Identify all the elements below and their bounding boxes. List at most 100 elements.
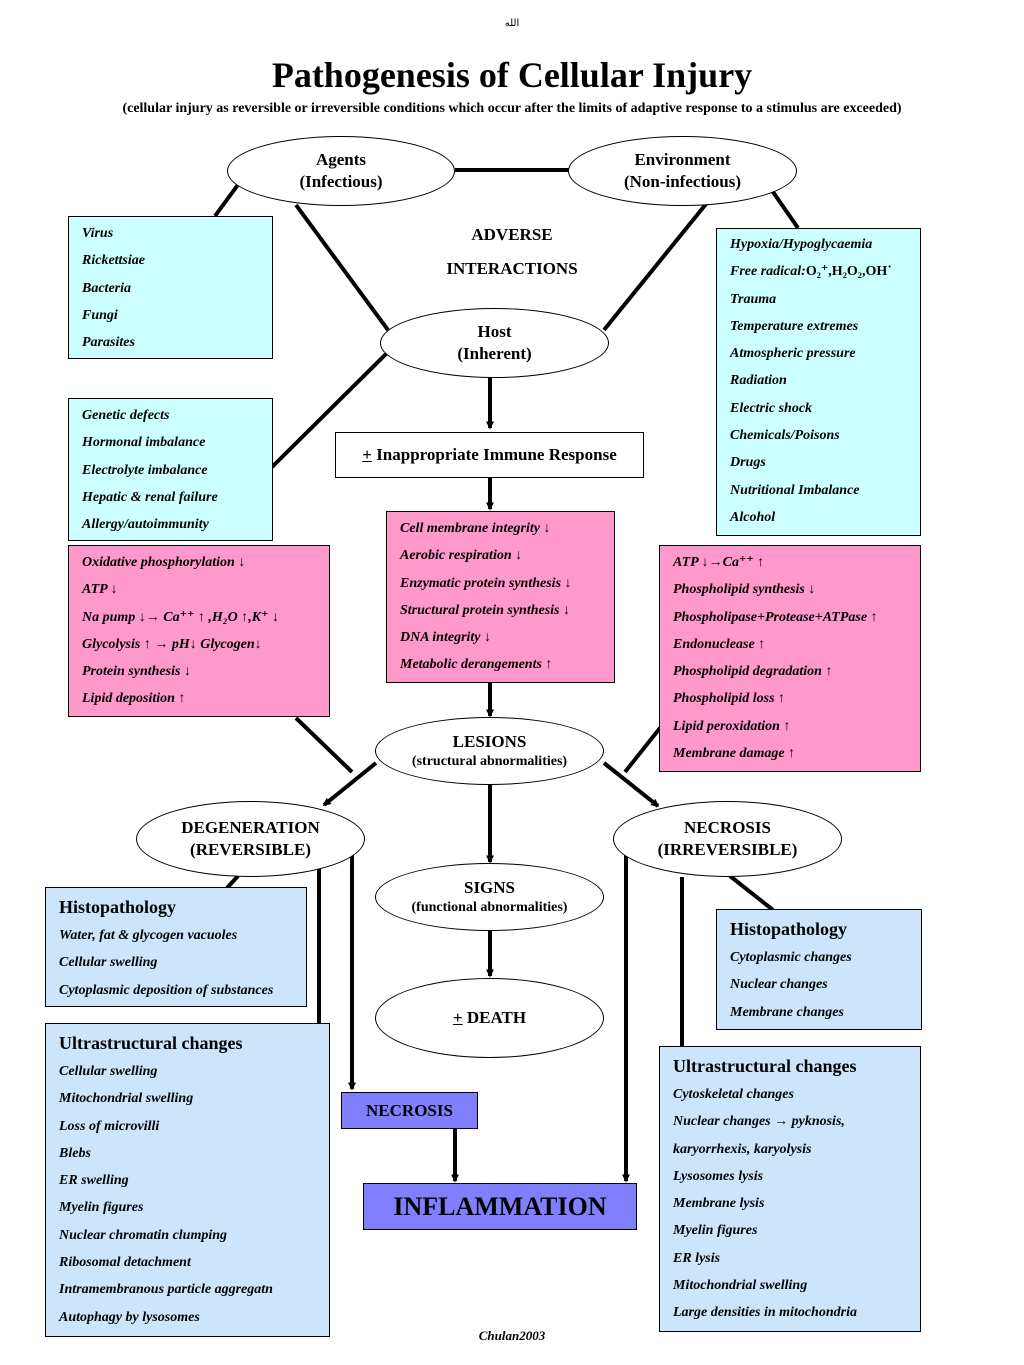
list-item: Membrane changes	[730, 1004, 844, 1020]
list-item: ATP ↓→Ca⁺⁺ ↑	[673, 555, 765, 570]
list-item: Cellular swelling	[59, 1064, 158, 1079]
immune-response-box: + Inappropriate Immune Response	[335, 432, 644, 478]
death-text: DEATH	[462, 1008, 527, 1027]
adverse-interactions-label: ADVERSE INTERACTIONS	[412, 218, 612, 286]
list-item: Ribosomal detachment	[59, 1255, 191, 1271]
lesions-label: LESIONS	[452, 732, 527, 751]
lesions-to-necrosis-arrow	[602, 761, 660, 808]
list-item: Cytoplasmic deposition of substances	[59, 982, 274, 998]
plus-minus-sign: +	[452, 1008, 463, 1027]
agents-box-link	[213, 180, 242, 218]
necrosis-ultrastructural-box: Ultrastructural changes Cytoskeletal cha…	[659, 1046, 921, 1332]
list-item: Trauma	[730, 291, 777, 307]
necrosis-label: NECROSIS	[684, 818, 771, 837]
list-item: Na pump ↓→ Ca⁺⁺ ↑ ,H₂O ↑,K⁺ ↓	[82, 609, 280, 625]
list-item: Rickettsiae	[82, 253, 145, 269]
list-item: Protein synthesis ↓	[82, 664, 191, 680]
box-heading: Histopathology	[59, 897, 177, 917]
degeneration-label: DEGENERATION	[181, 818, 320, 837]
list-item: karyorrhexis, karyolysis	[673, 1141, 812, 1157]
list-item: Phospholipid loss ↑	[673, 691, 786, 707]
list-item: Atmospheric pressure	[730, 346, 856, 362]
host-node: Host (Inherent)	[380, 308, 609, 378]
list-item: Water, fat & glycogen vacuoles	[59, 928, 238, 943]
list-item: Fungi	[82, 307, 118, 323]
infectious-agents-box: Virus Rickettsiae Bacteria Fungi Parasit…	[68, 216, 273, 359]
page-subtitle: (cellular injury as reversible or irreve…	[122, 101, 902, 116]
list-item: Nuclear changes	[730, 977, 828, 993]
list-item: Genetic defects	[82, 408, 170, 423]
top-mark: الله	[504, 18, 520, 29]
signs-node: SIGNS (functional abnormalities)	[375, 863, 604, 931]
environment-factors-box: Hypoxia/Hypoglycaemia Free radical:O₂⁺,H…	[716, 228, 921, 536]
death-node: + DEATH	[375, 978, 604, 1058]
necrosis-histopathology-box: Histopathology Cytoplasmic changes Nucle…	[716, 909, 922, 1030]
lesions-node: LESIONS (structural abnormalities)	[375, 717, 604, 785]
list-item: Endonuclease ↑	[673, 636, 766, 652]
list-item: Phospholipase+Protease+ATPase ↑	[673, 609, 878, 625]
degeneration-sublabel: (REVERSIBLE)	[190, 840, 311, 859]
agents-node: Agents (Infectious)	[227, 136, 455, 206]
degeneration-node: DEGENERATION (REVERSIBLE)	[136, 801, 365, 877]
list-item: Membrane lysis	[673, 1196, 765, 1212]
list-item: Lipid peroxidation ↑	[673, 718, 791, 734]
list-item: Nutritional Imbalance	[730, 482, 860, 498]
interactions-line: INTERACTIONS	[446, 259, 578, 278]
list-item: Hepatic & renal failure	[82, 489, 218, 505]
list-item: Electric shock	[730, 400, 813, 416]
environment-node: Environment (Non-infectious)	[568, 136, 797, 206]
list-item: Loss of microvilli	[59, 1118, 160, 1134]
host-box-link	[270, 350, 390, 469]
inflammation-box: INFLAMMATION	[363, 1183, 637, 1230]
list-item: Cellular swelling	[59, 955, 158, 971]
host-sublabel: (Inherent)	[457, 344, 532, 363]
list-item: Blebs	[59, 1145, 91, 1161]
list-item: Intramembranous particle aggregatn	[59, 1282, 273, 1298]
list-item: Lysosomes lysis	[673, 1168, 764, 1184]
list-item: Allergy/autoimmunity	[82, 517, 209, 533]
list-item: Lipid deposition ↑	[82, 691, 186, 707]
environment-host-link	[602, 202, 708, 332]
necrosis-node: NECROSIS (IRREVERSIBLE)	[613, 801, 842, 877]
list-item: Radiation	[730, 373, 787, 389]
right-pink-link	[623, 726, 662, 774]
list-item-free-radical: Free radical:O₂⁺,H₂O₂,OH˙	[730, 258, 910, 285]
free-radical-label: Free radical:	[730, 264, 806, 280]
degeneration-histo-link	[225, 874, 240, 890]
list-item: Drugs	[730, 455, 766, 471]
death-label: + DEATH	[453, 1007, 526, 1029]
list-item: Phospholipid synthesis ↓	[673, 582, 816, 598]
list-item: Virus	[82, 226, 114, 241]
list-item: Phospholipid degradation ↑	[673, 664, 833, 680]
lesions-to-degeneration-arrow	[322, 761, 378, 807]
list-item: Oxidative phosphorylation ↓	[82, 555, 246, 570]
list-item: Hormonal imbalance	[82, 435, 206, 451]
necrosis-histo-link	[728, 874, 775, 912]
list-item: Myelin figures	[59, 1200, 144, 1216]
list-item: Temperature extremes	[730, 318, 859, 334]
list-item: ER lysis	[673, 1250, 721, 1266]
list-item: Electrolyte imbalance	[82, 462, 208, 478]
list-item: Aerobic respiration ↓	[400, 548, 523, 564]
list-item: Nuclear changes → pyknosis,	[673, 1114, 845, 1130]
irreversible-mechanisms-box: ATP ↓→Ca⁺⁺ ↑ Phospholipid synthesis ↓ Ph…	[659, 545, 921, 772]
agents-host-link	[294, 203, 390, 332]
list-item: Myelin figures	[673, 1223, 758, 1239]
list-item: Glycolysis ↑ → pH↓ Glycogen↓	[82, 636, 262, 652]
box-heading: Ultrastructural changes	[59, 1033, 243, 1053]
page-title: Pathogenesis of Cellular Injury	[271, 55, 753, 95]
list-item: Bacteria	[82, 280, 131, 296]
list-item: ER swelling	[59, 1173, 129, 1189]
adverse-line: ADVERSE	[471, 225, 553, 244]
host-label: Host	[477, 322, 512, 341]
list-item: Hypoxia/Hypoglycaemia	[730, 237, 873, 252]
list-item: Large densities in mitochondria	[673, 1305, 857, 1321]
list-item: Enzymatic protein synthesis ↓	[400, 575, 572, 591]
list-item: DNA integrity ↓	[400, 630, 492, 646]
signs-sublabel: (functional abnormalities)	[411, 900, 568, 915]
free-radical-formula: O₂⁺,H₂O₂,OH˙	[805, 264, 892, 280]
necrosis-box: NECROSIS	[341, 1092, 478, 1129]
plus-minus-sign: +	[362, 445, 372, 464]
reversible-mechanisms-box: Oxidative phosphorylation ↓ ATP ↓ Na pum…	[68, 545, 330, 717]
